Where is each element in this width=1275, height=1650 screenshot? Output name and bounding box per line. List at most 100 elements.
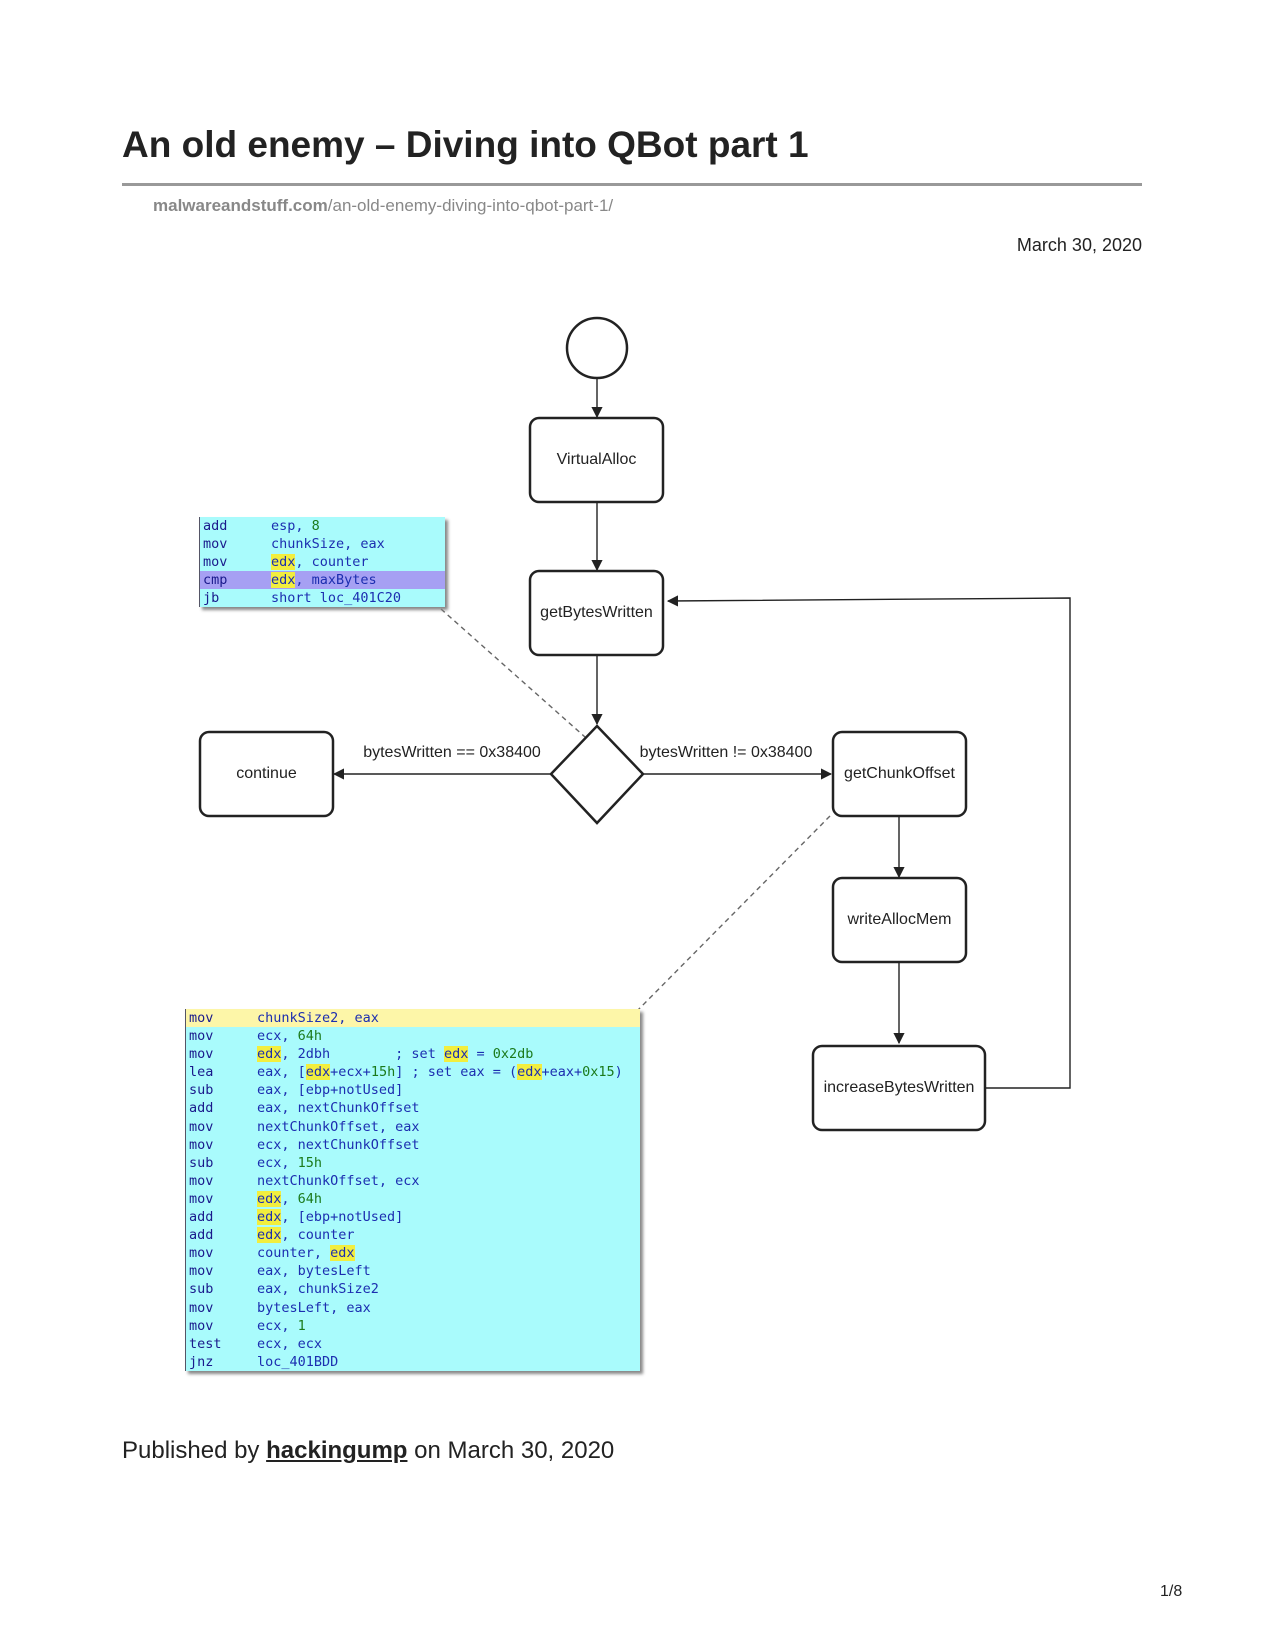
url-path: /an-old-enemy-diving-into-qbot-part-1/ [327, 196, 614, 215]
asm-opcode: sub [189, 1281, 214, 1298]
author-link[interactable]: hackingump [266, 1437, 408, 1464]
asm-opcode: mov [203, 536, 228, 553]
asm-line: mov ecx, 1 [186, 1317, 640, 1335]
asm-operands: ecx, nextChunkOffset [257, 1136, 420, 1153]
asm-opcode: add [203, 518, 228, 534]
asm-operands: edx, 2dbh ; set edx = 0x2db [257, 1046, 534, 1063]
svg-text:increaseBytesWritten: increaseBytesWritten [824, 1079, 975, 1096]
asm-operands: eax, [ebp+notUsed] [257, 1082, 404, 1099]
asm-operands: esp, 8 [271, 518, 320, 534]
asm-opcode: mov [189, 1028, 214, 1045]
node-getbyteswritten: getBytesWritten [528, 569, 665, 657]
asm-opcode: cmp [203, 572, 228, 589]
asm-line: test ecx, ecx [186, 1335, 640, 1353]
asm-operands: eax, chunkSize2 [257, 1281, 379, 1298]
asm-operands: counter, edx [257, 1245, 355, 1262]
svg-text:VirtualAlloc: VirtualAlloc [557, 451, 637, 468]
asm-opcode: mov [189, 1172, 214, 1189]
asm-line: mov chunkSize, eax [200, 535, 445, 553]
asm-snippet-compare: add esp, 8 mov chunkSize, eax mov edx, counte… [199, 517, 445, 608]
asm-operands: chunkSize2, eax [257, 1010, 379, 1026]
node-getchunkoffset: getChunkOffset [831, 730, 968, 818]
asm-opcode: mov [189, 1317, 214, 1334]
asm-line: jnz loc_401BDD [186, 1353, 640, 1371]
asm-operands: nextChunkOffset, ecx [257, 1172, 420, 1189]
asm-opcode: sub [189, 1154, 214, 1171]
page-number: 1/8 [1160, 1583, 1183, 1600]
url-domain: malwareandstuff.com [153, 196, 328, 215]
svg-text:getBytesWritten: getBytesWritten [540, 604, 653, 621]
asm-operands: bytesLeft, eax [257, 1299, 371, 1316]
asm-opcode: mov [189, 1245, 214, 1262]
asm-operands: loc_401BDD [257, 1353, 339, 1370]
asm-line: sub eax, chunkSize2 [186, 1280, 640, 1298]
asm-line: cmp edx, maxBytes [200, 571, 445, 590]
callout-connector-bottom [636, 815, 831, 1012]
decision-diamond [549, 724, 645, 825]
svg-text:writeAllocMem: writeAllocMem [846, 911, 951, 928]
asm-operands: eax, [edx+ecx+15h] ; set eax = (edx+eax+… [257, 1064, 623, 1081]
asm-opcode: mov [189, 1190, 214, 1207]
asm-opcode: test [189, 1335, 222, 1352]
asm-operands: edx, 64h [257, 1190, 323, 1207]
asm-line: mov bytesLeft, eax [186, 1299, 640, 1317]
edge-loop-back-to-getbyteswritten [666, 595, 1071, 1089]
svg-text:getChunkOffset: getChunkOffset [844, 765, 955, 782]
asm-line: mov chunkSize2, eax [186, 1009, 640, 1028]
asm-operands: eax, nextChunkOffset [257, 1100, 420, 1117]
asm-line: add edx, counter [186, 1226, 640, 1244]
node-writeallocmem: writeAllocMem [831, 876, 968, 964]
asm-opcode: mov [189, 1118, 214, 1135]
asm-operands: edx, counter [271, 554, 369, 571]
asm-line: mov edx, counter [200, 553, 445, 571]
asm-line: jb short loc_401C20 [200, 589, 445, 607]
asm-operands: ecx, 1 [257, 1317, 306, 1334]
asm-operands: ecx, ecx [257, 1335, 323, 1352]
asm-line: mov nextChunkOffset, ecx [186, 1172, 640, 1190]
asm-opcode: add [189, 1227, 214, 1244]
asm-opcode: mov [189, 1263, 214, 1280]
title-divider [122, 183, 1142, 186]
node-increasebyteswritten: increaseBytesWritten [811, 1044, 987, 1132]
published-line: Published by hackingump on March 30, 202… [122, 1437, 614, 1465]
asm-opcode: add [189, 1209, 214, 1226]
node-virtualalloc: VirtualAlloc [528, 416, 665, 504]
asm-opcode: lea [189, 1064, 214, 1081]
asm-operands: edx, maxBytes [271, 572, 377, 589]
article-title: An old enemy – Diving into QBot part 1 [122, 124, 809, 165]
asm-opcode: mov [189, 1136, 214, 1153]
asm-opcode: add [189, 1100, 214, 1117]
asm-opcode: mov [203, 554, 228, 571]
asm-line: mov ecx, 64h [186, 1027, 640, 1045]
node-continue: continue [198, 730, 335, 818]
asm-line: add esp, 8 [200, 517, 445, 535]
published-prefix: Published by [122, 1437, 260, 1464]
asm-opcode: jnz [189, 1353, 214, 1370]
asm-line: mov counter, edx [186, 1244, 640, 1262]
start-node [565, 316, 629, 380]
print-date: March 30, 2020 [1016, 235, 1142, 255]
label-bytes-equal: bytesWritten == 0x38400 [363, 744, 541, 761]
asm-operands: ecx, 64h [257, 1028, 323, 1045]
asm-opcode: mov [189, 1299, 214, 1316]
asm-operands: edx, counter [257, 1227, 355, 1244]
asm-operands: edx, [ebp+notUsed] [257, 1209, 404, 1226]
asm-operands: ecx, 15h [257, 1154, 323, 1171]
asm-line: add eax, nextChunkOffset [186, 1099, 640, 1117]
asm-line: mov ecx, nextChunkOffset [186, 1136, 640, 1154]
asm-line: mov edx, 64h [186, 1190, 640, 1208]
asm-line: mov nextChunkOffset, eax [186, 1118, 640, 1136]
asm-operands: chunkSize, eax [271, 536, 385, 553]
asm-operands: nextChunkOffset, eax [257, 1118, 420, 1135]
asm-opcode: mov [189, 1010, 214, 1026]
svg-text:continue: continue [236, 765, 297, 782]
asm-opcode: jb [203, 590, 220, 607]
asm-operands: short loc_401C20 [271, 590, 402, 607]
source-url[interactable]: malwareandstuff.com/an-old-enemy-diving-… [153, 196, 613, 216]
published-suffix: on March 30, 2020 [414, 1437, 615, 1464]
